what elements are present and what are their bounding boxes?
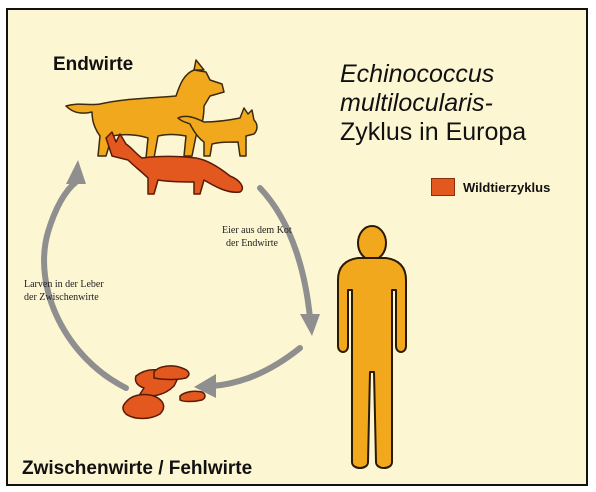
- eggs-note-line1: Eier aus dem Kot: [222, 224, 292, 237]
- eggs-note-line2: der Endwirte: [222, 237, 292, 250]
- larvae-note-line1: Larven in der Leber: [24, 278, 104, 291]
- title-species-line2: multilocularis-: [340, 89, 526, 118]
- larvae-note: Larven in der Leber der Zwischenwirte: [24, 278, 104, 304]
- legend-label: Wildtierzyklus: [463, 180, 550, 195]
- arrow-hosts-to-human: [260, 188, 310, 318]
- larvae-note-line2: der Zwischenwirte: [24, 291, 104, 304]
- legend-swatch: [431, 178, 455, 196]
- human-icon: [338, 226, 406, 468]
- arrowhead-down-right: [300, 314, 320, 336]
- rodent-icon: [123, 366, 205, 419]
- arrow-to-intermediate-hosts: [212, 348, 300, 386]
- diagram-frame: Endwirte Echinococcus multilocularis- Zy…: [6, 8, 588, 486]
- definitive-hosts-label: Endwirte: [53, 54, 133, 76]
- arrowhead-up: [66, 160, 86, 184]
- title-species-line1: Echinococcus: [340, 60, 526, 89]
- intermediate-hosts-label: Zwischenwirte / Fehlwirte: [22, 458, 252, 480]
- title-rest: Zyklus in Europa: [340, 118, 526, 147]
- diagram-title: Echinococcus multilocularis- Zyklus in E…: [340, 60, 526, 147]
- legend: Wildtierzyklus: [431, 178, 550, 196]
- eggs-note: Eier aus dem Kot der Endwirte: [222, 224, 292, 250]
